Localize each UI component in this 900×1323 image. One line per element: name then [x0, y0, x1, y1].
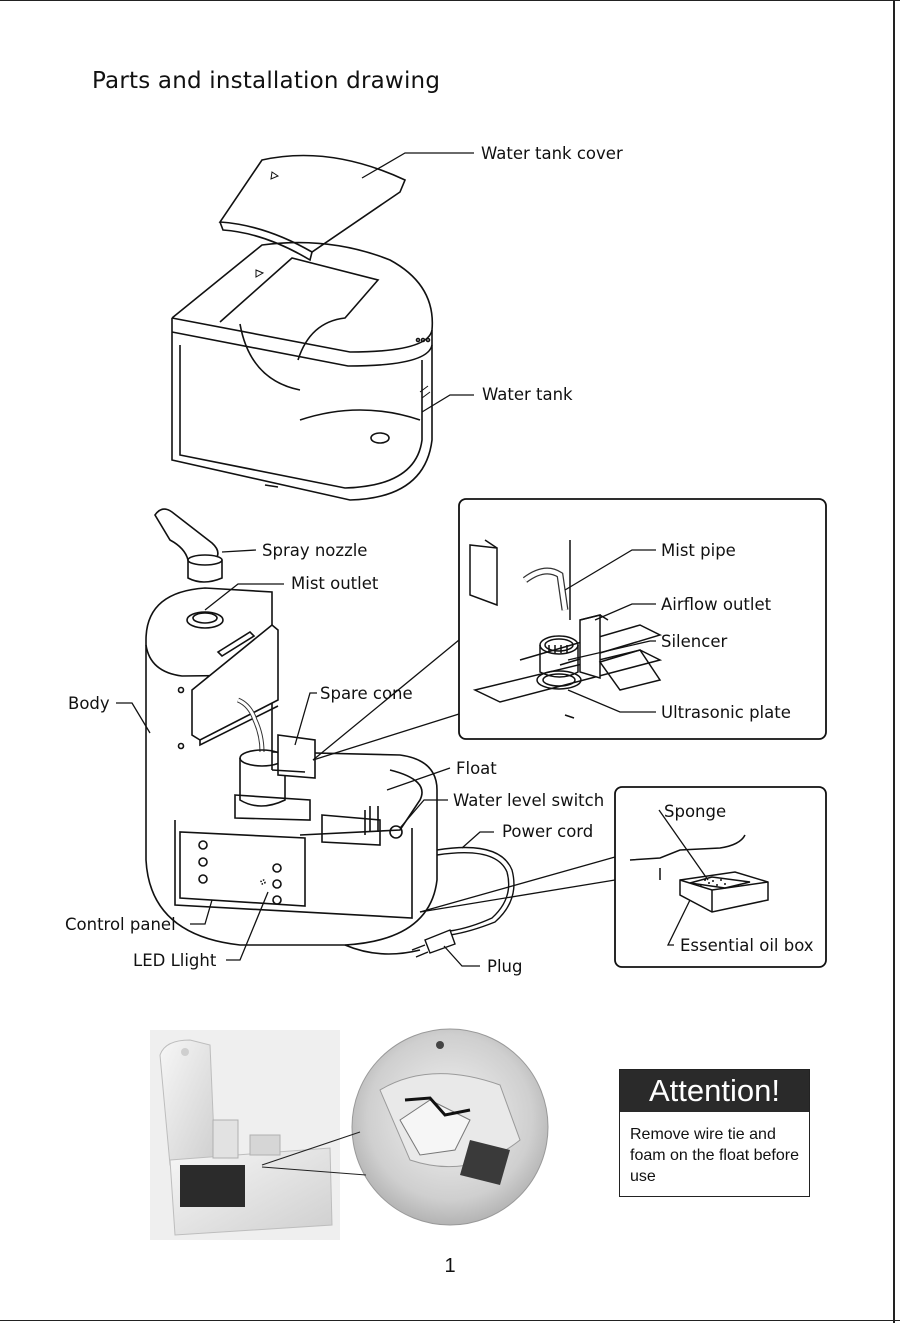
label-power-cord: Power cord [502, 822, 593, 841]
label-water-tank-cover: Water tank cover [481, 144, 623, 163]
label-led-light: LED Llight [133, 951, 217, 970]
power-cord-drawing [411, 846, 515, 958]
attention-text: Remove wire tie and foam on the float be… [630, 1126, 799, 1185]
page-number: 1 [444, 1255, 456, 1277]
detail-box-mist [458, 498, 827, 740]
label-mist-outlet: Mist outlet [291, 574, 379, 593]
label-ultrasonic-plate: Ultrasonic plate [661, 703, 791, 722]
part-labels: Water tank cover Water tank Spray nozzle… [65, 144, 814, 976]
label-essential-oil-box: Essential oil box [680, 936, 814, 955]
label-float: Float [456, 759, 497, 778]
page-title: Parts and installation drawing [92, 68, 441, 94]
label-sponge: Sponge [664, 802, 726, 821]
detail-box-oil [614, 786, 827, 968]
detail-connectors [312, 639, 616, 913]
label-control-panel: Control panel [65, 915, 176, 934]
label-spray-nozzle: Spray nozzle [262, 541, 367, 560]
label-water-level-switch: Water level switch [453, 791, 604, 810]
label-water-tank: Water tank [482, 385, 573, 404]
spray-nozzle-drawing [154, 508, 223, 583]
attention-box: Attention! Remove wire tie and foam on t… [619, 1069, 810, 1197]
page-border-right [893, 0, 895, 1323]
label-airflow-outlet: Airflow outlet [661, 595, 772, 614]
label-silencer: Silencer [661, 632, 727, 651]
label-spare-cone: Spare cone [320, 684, 413, 703]
label-mist-pipe: Mist pipe [661, 541, 736, 560]
attention-heading: Attention! [620, 1070, 809, 1112]
water-tank-cover-drawing [218, 154, 407, 262]
page-border-top [0, 0, 900, 1]
page-border-bottom [0, 1320, 900, 1321]
label-body: Body [68, 694, 110, 713]
leader-lines [116, 152, 709, 967]
label-plug: Plug [487, 957, 522, 976]
body-drawing [145, 587, 438, 955]
product-photo [150, 1028, 549, 1240]
water-tank-drawing [171, 241, 434, 501]
